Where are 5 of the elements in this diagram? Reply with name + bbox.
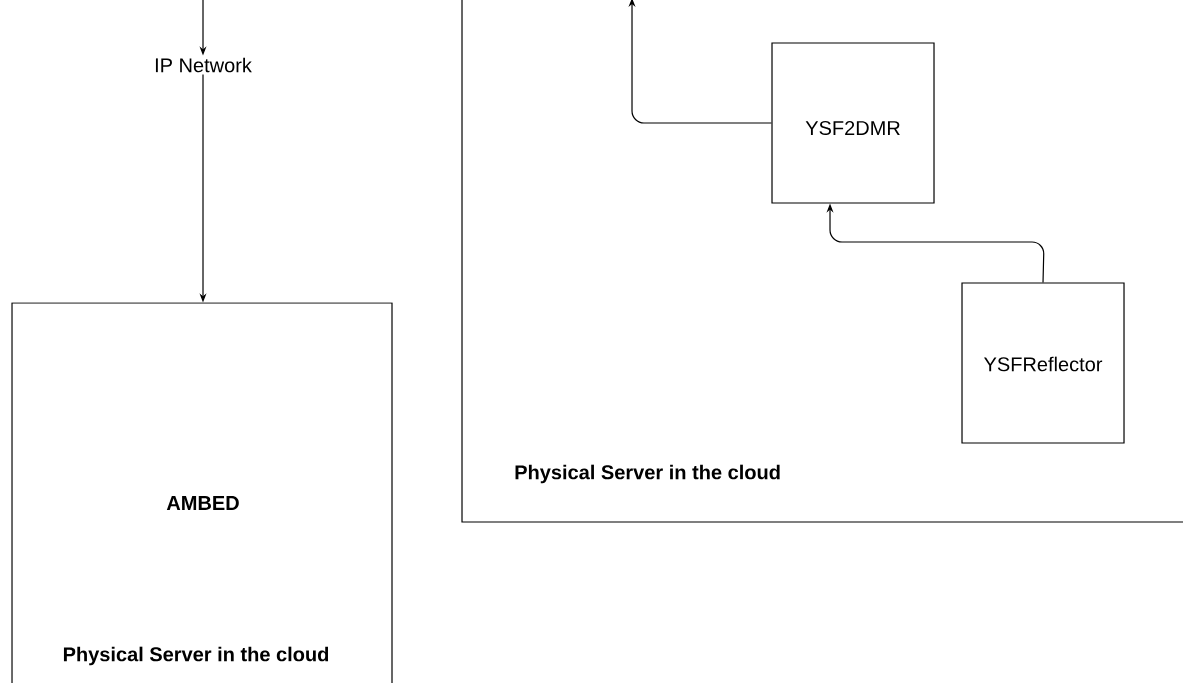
- network-label: IP Network: [155, 57, 252, 73]
- arrow: [628, 0, 772, 124]
- server-box: YSFReflector: [961, 282, 1125, 444]
- server-box: YSF2DMR: [771, 42, 935, 204]
- server-box: AMBED Physical Server in the cloud: [11, 302, 393, 683]
